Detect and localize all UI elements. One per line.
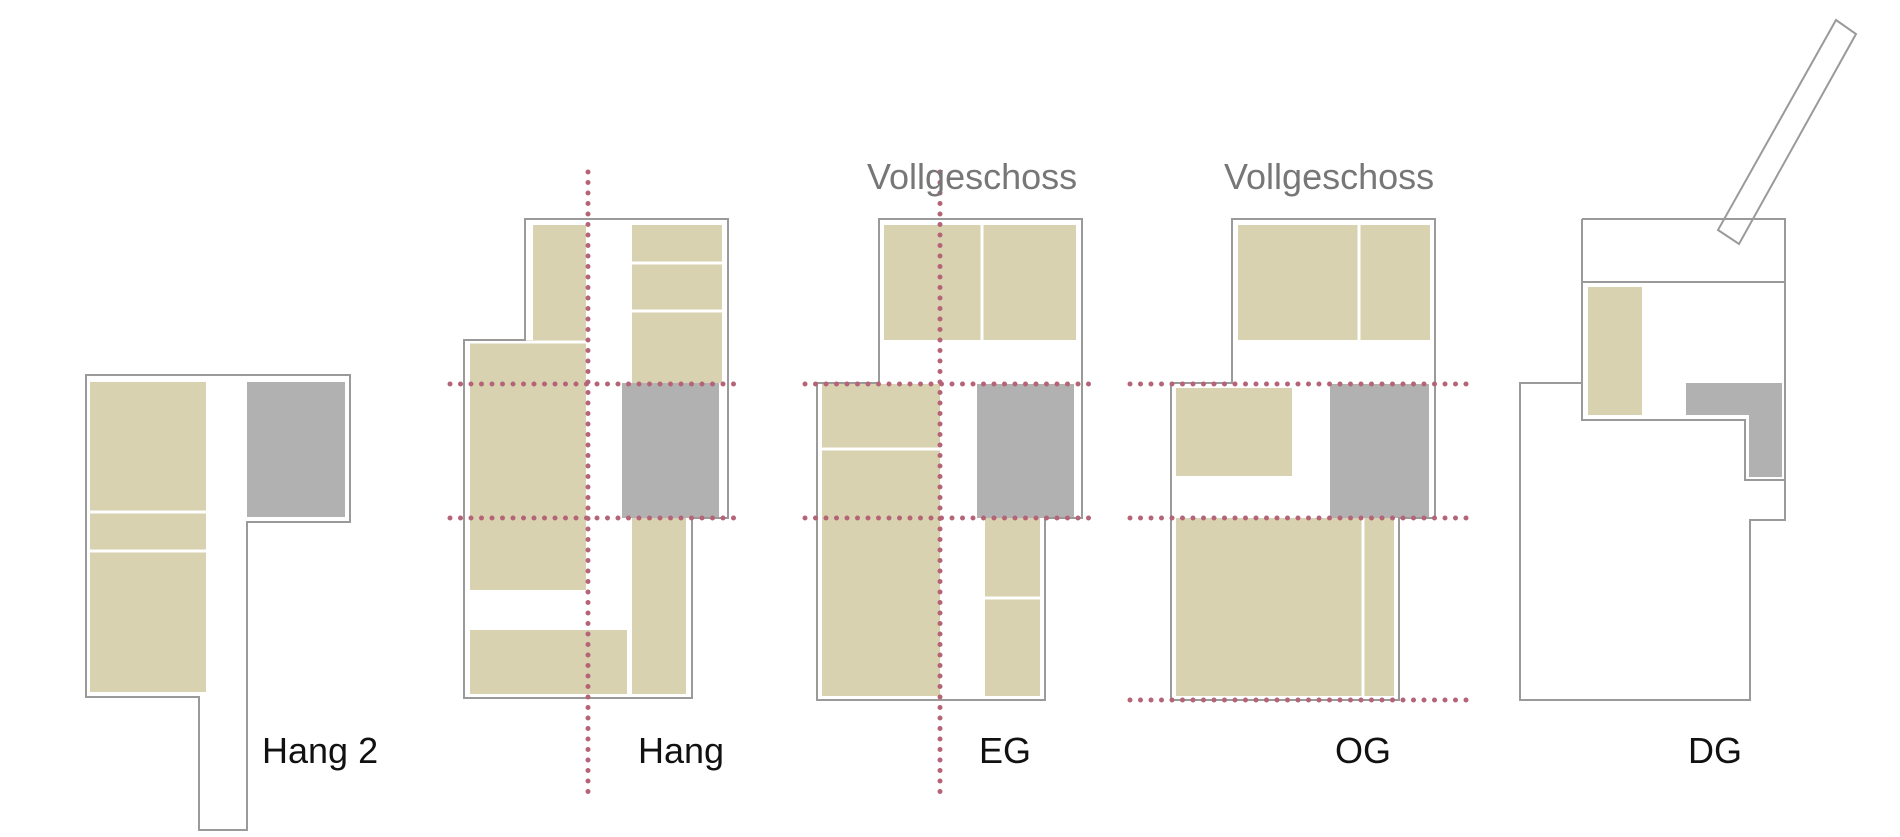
- circulation-core: [247, 382, 345, 517]
- circulation-core: [1330, 384, 1429, 518]
- building-outline: [1170, 218, 1436, 701]
- level-label-hang: Hang: [638, 730, 724, 771]
- room: [470, 630, 627, 694]
- room: [470, 340, 586, 590]
- building-outline: [463, 218, 729, 699]
- room: [822, 384, 940, 696]
- level-label-hang-2: Hang 2: [262, 730, 378, 771]
- room: [985, 518, 1040, 696]
- plan-hang: Hang: [447, 169, 743, 798]
- storey-note-eg: Vollgeschoss: [867, 156, 1077, 197]
- circulation-core: [977, 384, 1074, 518]
- building-outline: [85, 374, 351, 831]
- room: [90, 382, 206, 692]
- room: [1176, 518, 1394, 696]
- room: [632, 225, 722, 383]
- circulation-core: [622, 383, 719, 518]
- level-label-og: OG: [1335, 730, 1391, 771]
- building-outline: [1519, 219, 1786, 701]
- chimney-outline: [1716, 18, 1858, 246]
- storey-note-og: Vollgeschoss: [1224, 156, 1434, 197]
- level-label-dg: DG: [1688, 730, 1742, 771]
- plan-dg: DG: [1519, 18, 1858, 771]
- room: [1588, 287, 1642, 415]
- room: [1176, 388, 1292, 476]
- plan-eg: Vollgeschoss EG: [802, 156, 1098, 798]
- level-label-eg: EG: [979, 730, 1031, 771]
- room: [632, 518, 686, 694]
- room: [884, 225, 1076, 340]
- plan-hang-2: Hang 2: [85, 374, 378, 831]
- room: [533, 225, 586, 340]
- roof-outline: [1582, 218, 1786, 283]
- plan-og: Vollgeschoss OG: [1127, 156, 1478, 771]
- room: [1238, 225, 1430, 340]
- circulation-core: [1686, 383, 1782, 477]
